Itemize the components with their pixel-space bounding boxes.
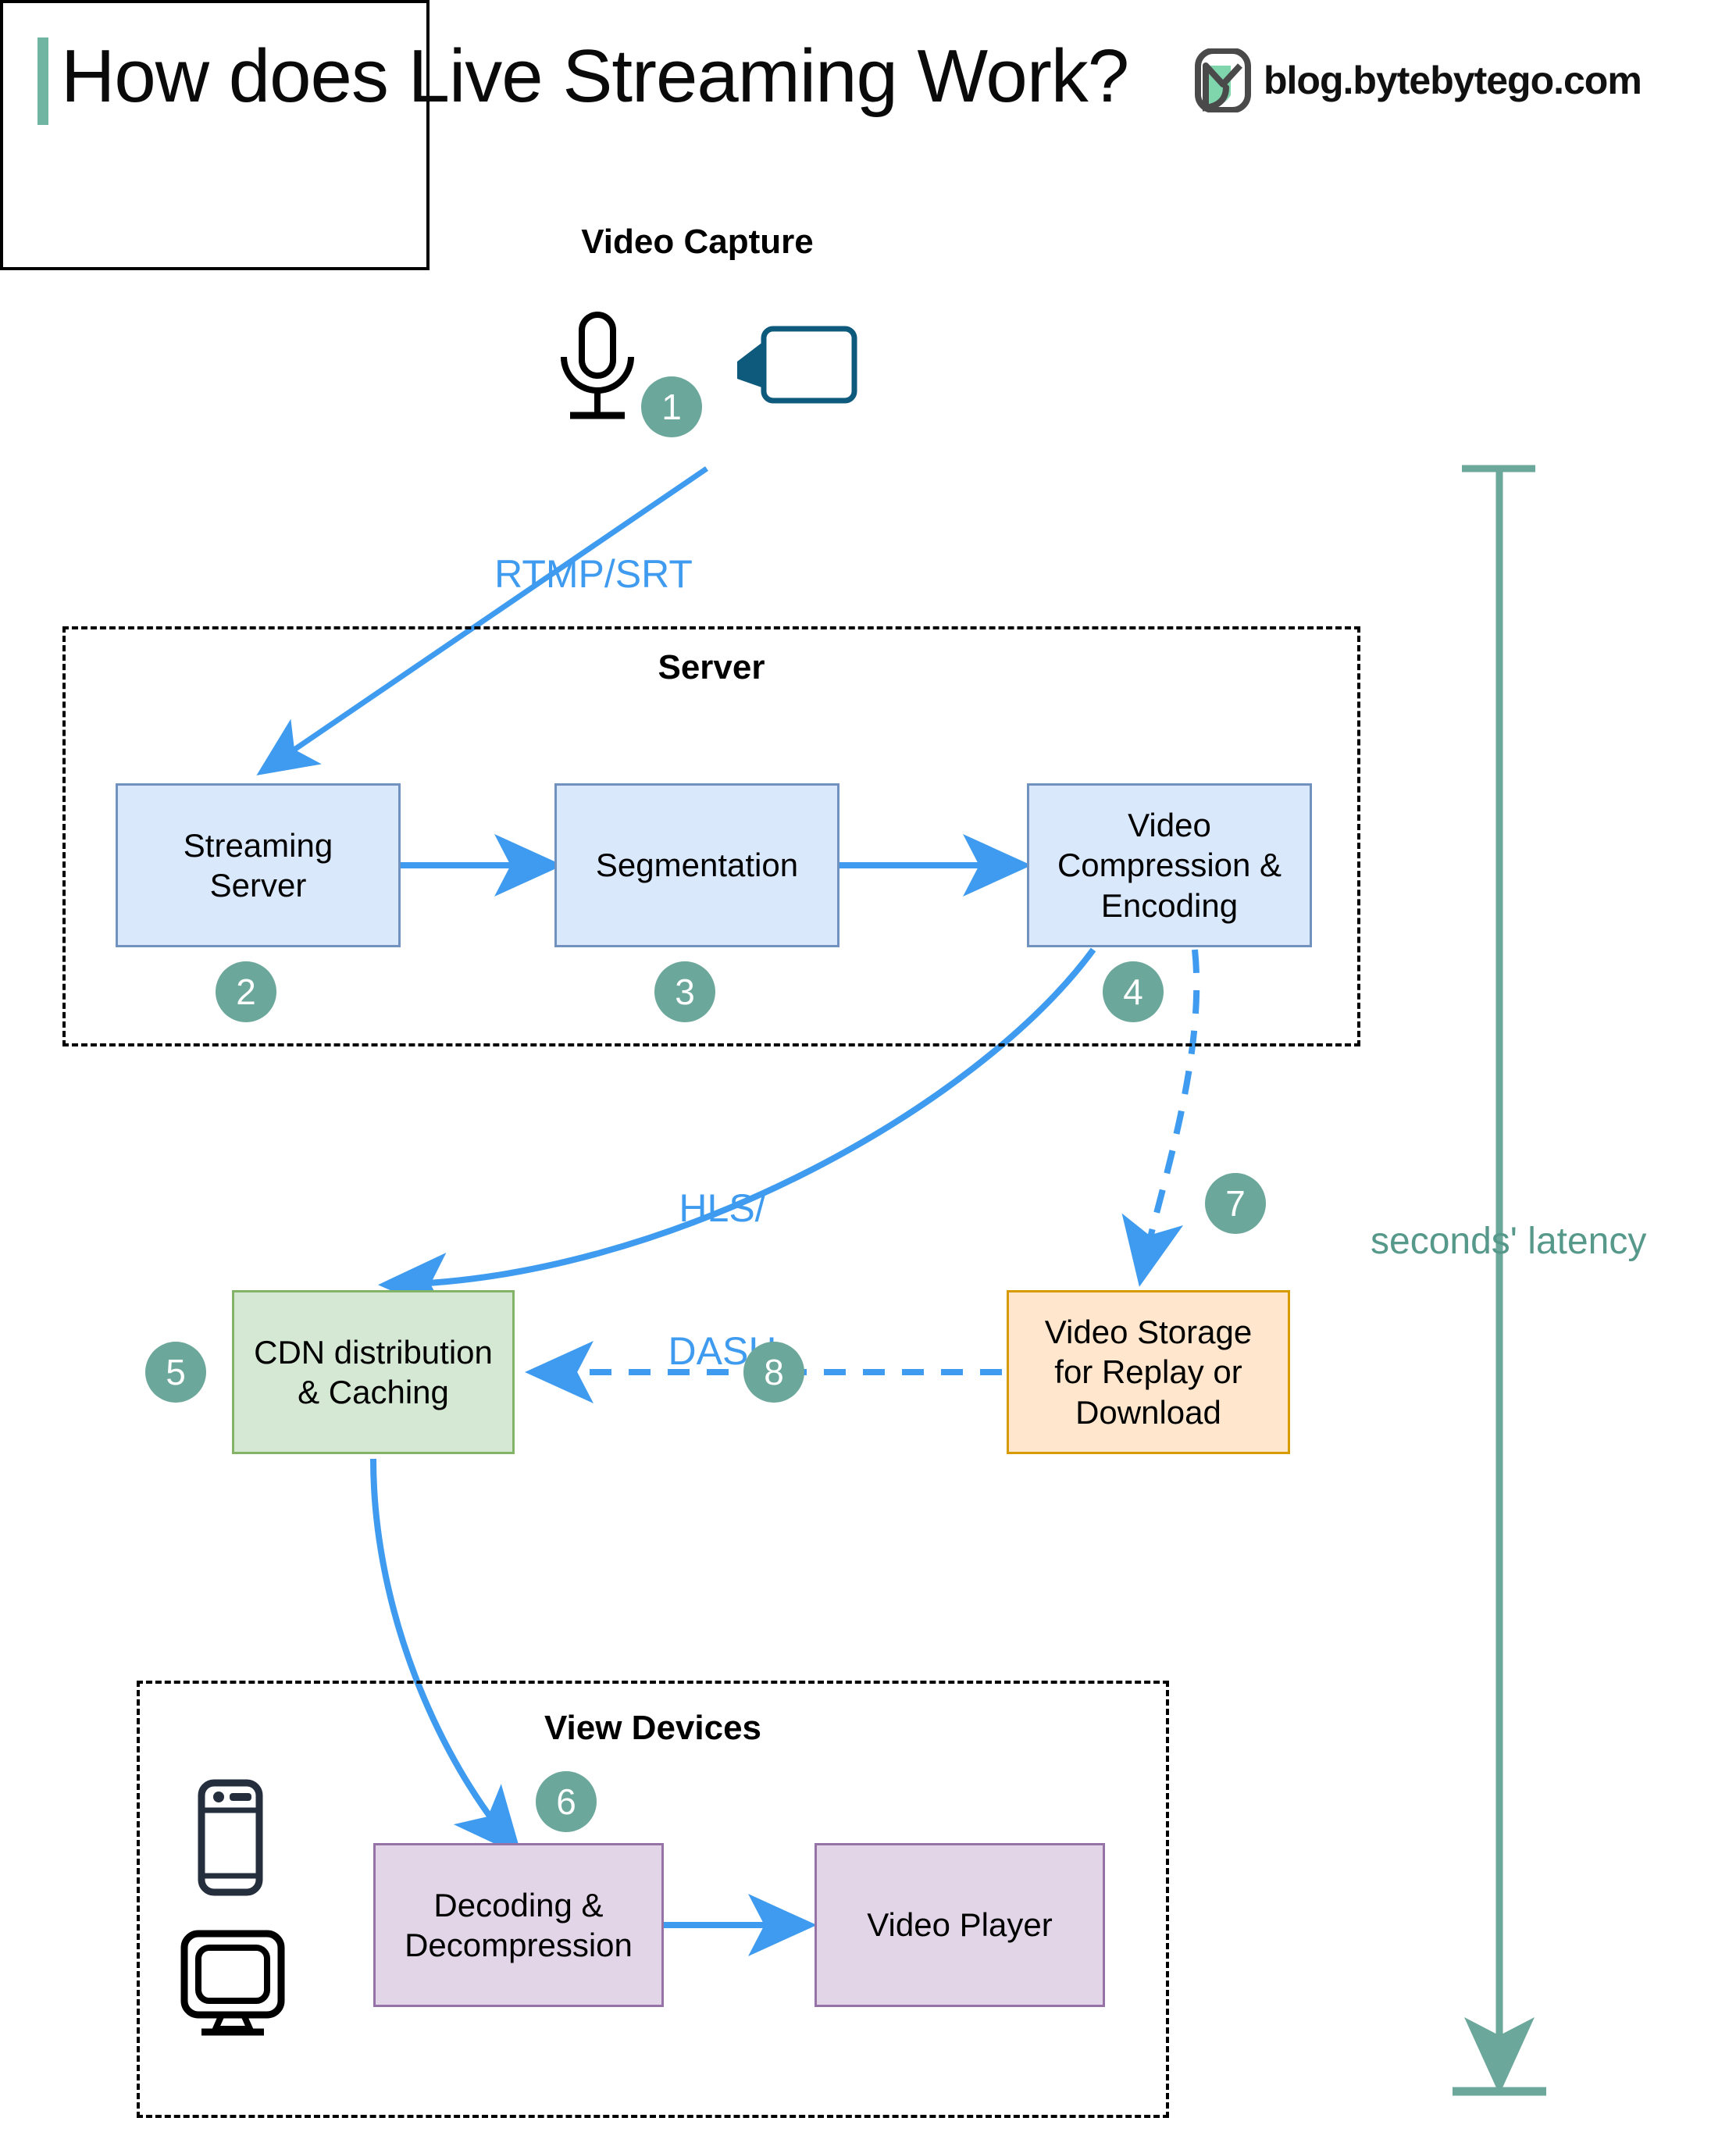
- step-badge-1: 1: [641, 376, 702, 437]
- edge-label-hls-line1: HLS/: [679, 1186, 766, 1230]
- microphone-icon: [547, 308, 648, 430]
- node-video-compression[interactable]: Video Compression & Encoding: [1027, 783, 1312, 947]
- view-devices-group: [137, 1681, 1169, 2118]
- bytebytego-logo-icon: [1195, 48, 1253, 113]
- server-group-title: Server: [658, 648, 765, 686]
- node-video-player-label: Video Player: [867, 1906, 1053, 1944]
- node-cdn[interactable]: CDN distribution & Caching: [232, 1290, 515, 1454]
- node-decoding[interactable]: Decoding & Decompression: [373, 1843, 664, 2007]
- node-streaming-server-line2: Server: [209, 867, 307, 904]
- node-video-storage-line3: Download: [1075, 1393, 1221, 1431]
- brand: blog.bytebytego.com: [1195, 48, 1642, 113]
- step-badge-7: 7: [1205, 1173, 1266, 1234]
- step-badge-2: 2: [216, 961, 276, 1022]
- step-badge-3: 3: [654, 961, 715, 1022]
- node-segmentation[interactable]: Segmentation: [554, 783, 839, 947]
- page-title: How does Live Streaming Work?: [61, 34, 1129, 118]
- node-cdn-line2: & Caching: [298, 1374, 449, 1410]
- monitor-icon: [178, 1929, 287, 2042]
- node-streaming-server-line1: Streaming: [183, 826, 333, 864]
- title-accent-bar: [37, 37, 48, 125]
- node-cdn-line1: CDN distribution: [254, 1333, 493, 1371]
- video-capture-title: Video Capture: [581, 223, 814, 261]
- node-video-compression-line2: Compression &: [1057, 847, 1282, 884]
- node-video-compression-line3: Encoding: [1100, 886, 1239, 924]
- node-video-storage[interactable]: Video Storage for Replay or Download: [1007, 1290, 1290, 1454]
- node-video-compression-line1: Video: [1128, 807, 1211, 844]
- step-badge-8: 8: [743, 1342, 804, 1403]
- video-camera-icon: [726, 324, 859, 410]
- server-group: [62, 626, 1360, 1046]
- edge-label-rtmp-srt: RTMP/SRT: [494, 552, 693, 596]
- step-badge-4: 4: [1103, 961, 1164, 1022]
- node-video-player[interactable]: Video Player: [815, 1843, 1105, 2007]
- node-decoding-line2: Decompression: [405, 1927, 633, 1963]
- step-badge-5: 5: [145, 1342, 206, 1403]
- latency-annotation: seconds' latency: [1371, 1221, 1647, 1262]
- smartphone-icon: [195, 1779, 266, 1900]
- node-video-storage-line1: Video Storage: [1044, 1314, 1253, 1351]
- node-decoding-line1: Decoding &: [433, 1886, 604, 1923]
- edge-label-hls-line2: DASH: [668, 1329, 777, 1373]
- step-badge-6: 6: [536, 1771, 597, 1832]
- brand-text: blog.bytebytego.com: [1264, 59, 1642, 102]
- video-capture-group: [0, 0, 430, 270]
- view-devices-title: View Devices: [544, 1709, 762, 1747]
- node-streaming-server[interactable]: Streaming Server: [116, 783, 401, 947]
- node-segmentation-label: Segmentation: [595, 847, 799, 884]
- node-video-storage-line2: for Replay or: [1054, 1353, 1242, 1391]
